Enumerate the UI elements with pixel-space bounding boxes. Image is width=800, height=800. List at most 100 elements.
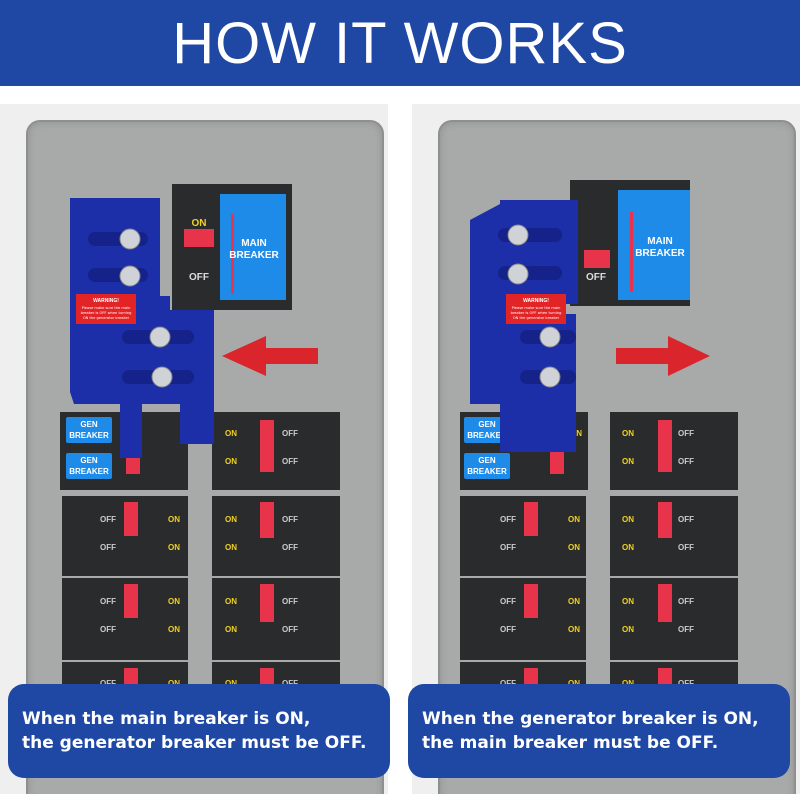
screw-icon	[507, 263, 529, 285]
svg-text:GEN: GEN	[478, 456, 496, 465]
svg-text:OFF: OFF	[678, 679, 694, 688]
right-caption-line-2: the main breaker must be OFF.	[422, 733, 719, 753]
arrow-right-icon	[616, 336, 710, 376]
right-caption: When the generator breaker is ON, the ma…	[408, 684, 790, 778]
svg-text:OFF: OFF	[500, 625, 516, 634]
svg-text:BREAKER: BREAKER	[635, 248, 685, 259]
svg-text:ON: ON	[225, 515, 237, 524]
right-panel-illustration: MAIN BREAKER OFF GEN BREAKER	[412, 104, 800, 794]
svg-text:OFF: OFF	[678, 597, 694, 606]
svg-text:OFF: OFF	[678, 457, 694, 466]
svg-text:ON the generator breaker: ON the generator breaker	[513, 316, 560, 320]
svg-text:OFF: OFF	[500, 679, 516, 688]
svg-text:ON: ON	[225, 457, 237, 466]
svg-text:OFF: OFF	[100, 625, 116, 634]
svg-text:breaker is OFF when turning: breaker is OFF when turning	[81, 311, 132, 315]
svg-text:BREAKER: BREAKER	[69, 467, 109, 476]
warning-sticker	[76, 294, 136, 324]
svg-text:ON: ON	[225, 679, 237, 688]
interlock-plate: WARNING! Please make sure the main break…	[470, 200, 578, 452]
svg-text:ON: ON	[568, 597, 580, 606]
svg-text:breaker is OFF when turning: breaker is OFF when turning	[511, 311, 562, 315]
svg-text:ON: ON	[225, 625, 237, 634]
screw-icon	[119, 228, 141, 250]
svg-text:OFF: OFF	[282, 429, 298, 438]
svg-text:ON: ON	[568, 515, 580, 524]
svg-text:ON: ON	[168, 543, 180, 552]
page-title: HOW IT WORKS	[172, 10, 628, 76]
screw-icon	[507, 224, 529, 246]
svg-text:MAIN: MAIN	[647, 236, 673, 247]
svg-text:OFF: OFF	[282, 597, 298, 606]
svg-text:ON: ON	[622, 515, 634, 524]
svg-text:ON: ON	[622, 625, 634, 634]
svg-text:OFF: OFF	[678, 515, 694, 524]
svg-text:ON the generator breaker: ON the generator breaker	[83, 316, 130, 320]
gen-breaker-label-1: GEN	[80, 420, 98, 429]
left-caption: When the main breaker is ON, the generat…	[8, 684, 390, 778]
gen-breaker-label-2: BREAKER	[69, 431, 109, 440]
svg-text:OFF: OFF	[100, 679, 116, 688]
screw-icon	[151, 366, 173, 388]
svg-text:OFF: OFF	[282, 543, 298, 552]
svg-text:ON: ON	[568, 543, 580, 552]
svg-text:OFF: OFF	[282, 625, 298, 634]
main-breaker-label-2: BREAKER	[229, 250, 279, 261]
main-breaker-label-1: MAIN	[241, 238, 267, 249]
svg-text:ON: ON	[568, 679, 580, 688]
svg-text:OFF: OFF	[282, 457, 298, 466]
svg-text:WARNING!: WARNING!	[93, 298, 119, 304]
left-caption-line-1: When the main breaker is ON,	[22, 709, 311, 729]
screw-icon	[119, 265, 141, 287]
arrow-left-icon	[222, 336, 318, 376]
svg-text:ON: ON	[225, 597, 237, 606]
svg-text:ON: ON	[168, 679, 180, 688]
left-diagram: MAIN BREAKER ON OFF	[60, 184, 340, 702]
svg-text:ON: ON	[622, 543, 634, 552]
svg-text:ON: ON	[622, 457, 634, 466]
left-caption-line-2: the generator breaker must be OFF.	[22, 733, 367, 753]
breaker-grid: GEN BREAKER GEN BREAKER OFF ON ON OFF ON…	[460, 412, 738, 702]
warning-sticker	[506, 294, 566, 324]
svg-text:OFF: OFF	[500, 515, 516, 524]
svg-text:OFF: OFF	[586, 272, 606, 283]
screw-icon	[539, 326, 561, 348]
main-on-label: ON	[192, 218, 207, 229]
svg-text:OFF: OFF	[678, 429, 694, 438]
svg-text:OFF: OFF	[500, 543, 516, 552]
right-caption-line-1: When the generator breaker is ON,	[422, 709, 759, 729]
svg-text:ON: ON	[168, 625, 180, 634]
svg-text:ON: ON	[622, 597, 634, 606]
svg-text:GEN: GEN	[478, 420, 496, 429]
svg-text:OFF: OFF	[100, 543, 116, 552]
svg-text:Please make sure the main: Please make sure the main	[512, 306, 561, 310]
svg-text:OFF: OFF	[678, 625, 694, 634]
svg-text:OFF: OFF	[282, 515, 298, 524]
svg-text:BREAKER: BREAKER	[467, 467, 507, 476]
screw-icon	[539, 366, 561, 388]
main-breaker-toggle	[584, 250, 610, 268]
svg-text:OFF: OFF	[100, 597, 116, 606]
interlock-plate: WARNING! Please make sure the main break…	[70, 198, 214, 458]
svg-text:ON: ON	[568, 625, 580, 634]
svg-text:OFF: OFF	[100, 515, 116, 524]
svg-text:ON: ON	[225, 429, 237, 438]
svg-text:ON: ON	[225, 543, 237, 552]
svg-text:ON: ON	[622, 679, 634, 688]
main-breaker: MAIN BREAKER OFF	[570, 180, 690, 306]
svg-text:ON: ON	[168, 597, 180, 606]
breaker-grid: GEN BREAKER GEN BREAKER ON OFF ON OFF OF…	[60, 412, 340, 702]
main-off-label: OFF	[189, 272, 209, 283]
svg-text:OFF: OFF	[678, 543, 694, 552]
svg-text:ON: ON	[570, 429, 582, 438]
svg-text:GEN: GEN	[80, 456, 98, 465]
svg-text:BREAKER: BREAKER	[467, 431, 507, 440]
svg-text:ON: ON	[168, 515, 180, 524]
svg-text:WARNING!: WARNING!	[523, 298, 549, 304]
main-breaker: MAIN BREAKER ON OFF	[172, 184, 292, 310]
svg-text:OFF: OFF	[282, 679, 298, 688]
screw-icon	[149, 326, 171, 348]
svg-text:ON: ON	[622, 429, 634, 438]
svg-text:OFF: OFF	[500, 597, 516, 606]
right-diagram: MAIN BREAKER OFF GEN BREAKER	[460, 180, 738, 702]
